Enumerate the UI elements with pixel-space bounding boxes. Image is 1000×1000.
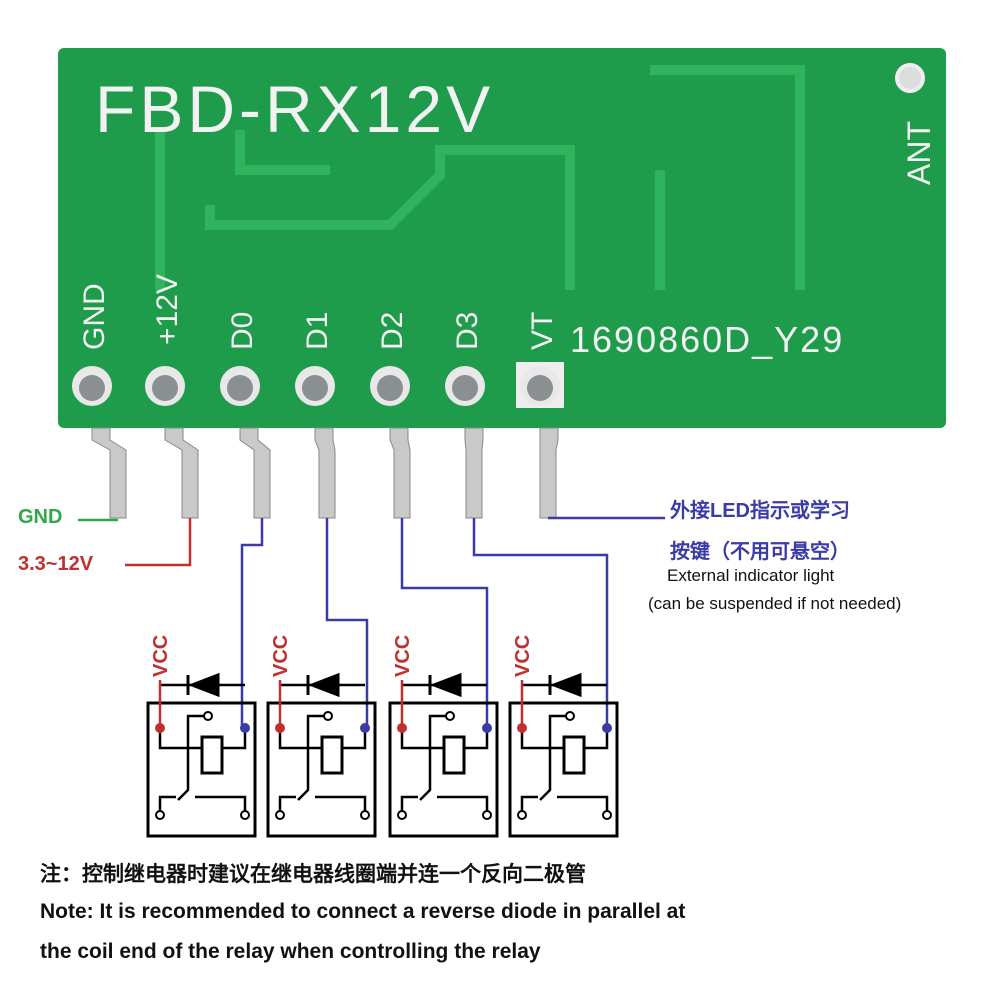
pin-solder	[527, 375, 553, 401]
pcb-traces	[155, 65, 805, 290]
pin-label: VT	[526, 312, 559, 350]
relay-1	[146, 672, 257, 838]
header-pin-d3	[464, 427, 484, 519]
coil-terminal-signal	[240, 723, 250, 733]
header-pin-d0	[239, 427, 271, 519]
vcc-label: VCC	[270, 635, 292, 677]
header-pin-d1	[314, 427, 336, 519]
wire	[125, 518, 192, 567]
note-cn: 注：控制继电器时建议在继电器线圈端并连一个反向二极管	[40, 863, 586, 886]
pin-solder	[452, 375, 478, 401]
pin-label: D1	[301, 312, 334, 350]
header-pin-vt	[539, 427, 559, 519]
wire	[400, 518, 489, 728]
coil-terminal-signal	[602, 723, 612, 733]
vcc-label: VCC	[512, 635, 534, 677]
pcb-board	[58, 48, 946, 428]
gnd-label: GND	[18, 506, 63, 528]
pin-label: +12V	[151, 274, 184, 345]
note-en-2: the coil end of the relay when controlli…	[40, 940, 541, 963]
vt-note-cn-2: 按键（不用可悬空）	[670, 541, 850, 563]
antenna-label: ANT	[901, 121, 937, 185]
pin-label: D3	[451, 312, 484, 350]
vcc-label: VCC	[392, 635, 414, 677]
vt-note-en-1: External indicator light	[667, 566, 835, 585]
diode-icon	[186, 672, 220, 698]
pin-solder	[302, 375, 328, 401]
antenna-pad	[895, 63, 925, 93]
header-pin-+12v	[164, 427, 199, 519]
relay-2	[266, 672, 377, 838]
pin-solder	[227, 375, 253, 401]
pin-label: D0	[226, 312, 259, 350]
relay-4	[508, 672, 619, 838]
diode-icon	[306, 672, 340, 698]
pin-label: D2	[376, 312, 409, 350]
header-pin-gnd	[91, 427, 127, 519]
coil-terminal-vcc	[155, 723, 165, 733]
coil-terminal-signal	[482, 723, 492, 733]
vcc-label: VCC	[150, 635, 172, 677]
vt-note-cn-1: 外接LED指示或学习	[670, 500, 850, 522]
board-model: FBD-RX12V	[95, 72, 494, 146]
wire	[240, 518, 264, 728]
note-en-1: Note: It is recommended to connect a rev…	[40, 900, 686, 923]
coil-terminal-vcc	[517, 723, 527, 733]
coil-terminal-vcc	[397, 723, 407, 733]
vt-note-en-2: (can be suspended if not needed)	[648, 594, 902, 613]
wire	[325, 518, 369, 728]
board-serial: 1690860D_Y29	[570, 319, 844, 360]
voltage-label: 3.3~12V	[18, 553, 94, 575]
diode-icon	[428, 672, 462, 698]
wire	[472, 518, 609, 728]
coil-terminal-signal	[360, 723, 370, 733]
relay-3	[388, 672, 499, 838]
pin-solder	[79, 375, 105, 401]
coil-terminal-vcc	[275, 723, 285, 733]
pin-solder	[377, 375, 403, 401]
pin-solder	[152, 375, 178, 401]
pin-label: GND	[78, 283, 111, 350]
header-pin-d2	[389, 427, 411, 519]
diode-icon	[548, 672, 582, 698]
